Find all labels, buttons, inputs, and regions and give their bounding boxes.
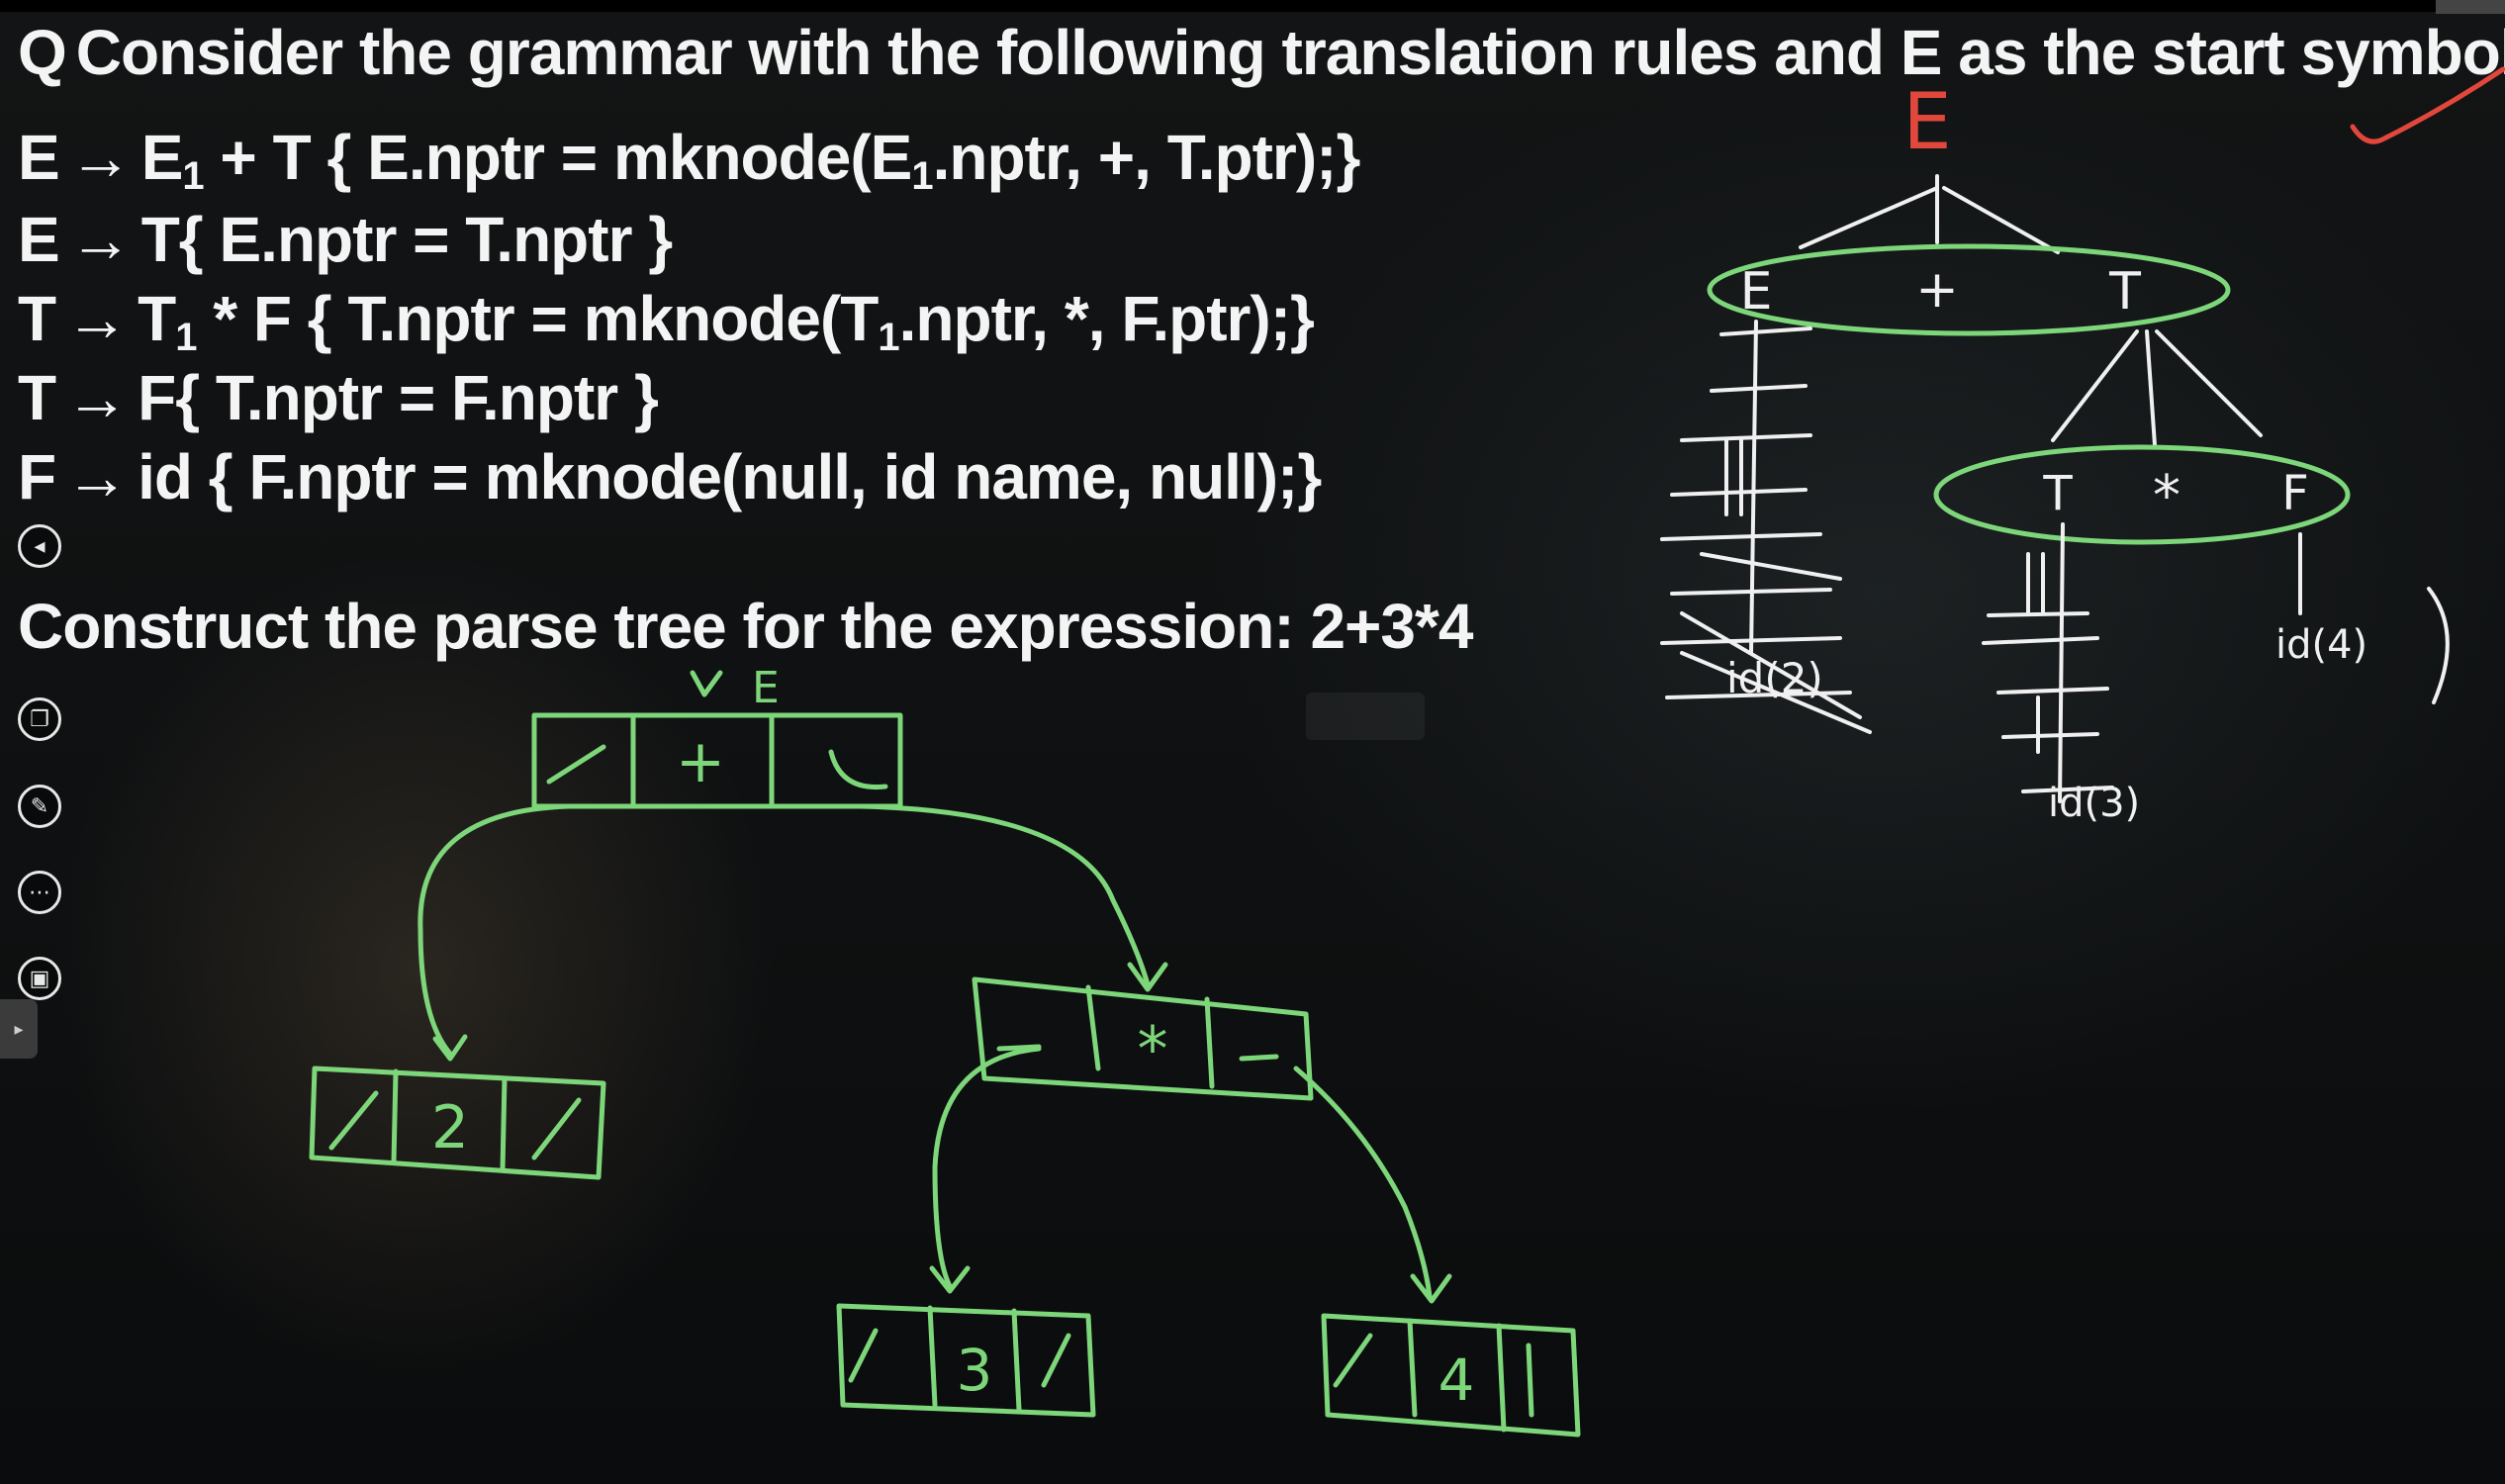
copy-icon[interactable]: ❐ [18,697,61,741]
grammar-rule-4: T→F{ T.nptr = F.nptr } [18,361,659,434]
syntax-node-star: * [972,976,1314,1101]
screen-share-icon[interactable]: ▣ [18,957,61,1000]
rule-lhs: F [18,441,56,512]
question-text: Consider the grammar with the following … [75,17,2505,88]
rule-action: * F { T.nptr = mknode(T [196,283,879,354]
edit-icon[interactable]: ✎ [18,785,61,828]
rule-lhs: T [18,362,56,433]
rule-subscript: 1 [175,316,197,359]
syntax-op-star: * [1138,1013,1168,1085]
syntax-node-plus: + [531,712,903,809]
arrow-icon: → [65,441,129,512]
syntax-op-plus: + [676,727,725,796]
syntax-leaf-value-4: 4 [1438,1346,1475,1414]
side-panel-toggle[interactable]: ▸ [0,999,38,1059]
rule-lhs: E [18,122,60,193]
check-mark-icon [2350,66,2505,144]
parse-node-t: T [2108,262,2141,322]
rule-rhs: F{ T.nptr = F.nptr } [138,362,659,433]
edge-star-left [932,1046,1042,1289]
parse-node-plus: + [1915,260,1959,320]
parse-node-e: E [1740,262,1773,322]
rule-action: + T { E.nptr = mknode(E [203,122,912,193]
arrow-icon: → [65,283,129,354]
syntax-leaf-value-2: 2 [431,1093,469,1162]
parse-node-e-root: E [1902,78,1951,167]
grammar-rule-1: E→E1 + T { E.nptr = mknode(E1.nptr, +, T… [18,121,1361,199]
rule-action-end: .nptr, *, F.ptr);} [898,283,1315,354]
screen-artifact [1306,693,1425,740]
parse-node-star: * [2153,464,2180,528]
pointer-icon[interactable]: ◂ [18,524,61,568]
rule-action-end: .nptr, +, T.ptr);} [932,122,1361,193]
rule-lhs: E [18,204,60,275]
syntax-leaf-3: 3 [836,1303,1096,1418]
rule-rhs: T [138,283,176,354]
rule-lhs: T [18,283,56,354]
grammar-rule-2: E→T{ E.nptr = T.nptr } [18,203,673,276]
syntax-leaf-value-3: 3 [957,1337,993,1404]
more-icon[interactable]: ⋯ [18,871,61,914]
rule-subscript: 1 [911,154,933,198]
edge-root-right [858,803,1151,987]
rule-subscript: 1 [878,316,899,359]
syntax-root-label: E [752,663,780,713]
rule-rhs: E [140,122,184,193]
syntax-tree: E + 2 * [309,663,1581,1438]
parse-node-t-inner: T [2042,466,2073,521]
arrow-icon: → [68,122,133,193]
rule-rhs: id { F.nptr = mknode(null, id name, null… [138,441,1322,512]
parse-node-id3: id(3) [2048,781,2140,826]
syntax-leaf-4: 4 [1321,1313,1581,1438]
parse-tree: E E + T id(2) T * F id(3) [1660,78,2450,826]
parse-node-id2: id(2) [1726,654,1823,702]
handle-highlight-2 [1933,444,2351,545]
grammar-rule-5: F→id { F.nptr = mknode(null, id name, nu… [18,440,1322,513]
question-marker: Q [18,17,67,88]
edge-star-right [1293,1066,1433,1299]
rule-rhs: T{ E.nptr = T.nptr } [140,204,673,275]
arrow-icon: → [65,362,129,433]
arrow-icon: → [68,204,133,275]
parse-node-id4: id(4) [2275,622,2367,668]
grammar-rule-3: T→T1 * F { T.nptr = mknode(T1.nptr, *, F… [18,282,1315,360]
handle-highlight-1 [1707,243,2231,336]
parse-node-f: F [2281,466,2309,521]
top-strip [0,0,2505,12]
syntax-leaf-2: 2 [309,1066,606,1180]
window-corner [2436,0,2505,14]
task-text: Construct the parse tree for the express… [18,591,1473,662]
edge-root-left [418,803,572,1057]
rule-subscript: 1 [182,154,204,198]
